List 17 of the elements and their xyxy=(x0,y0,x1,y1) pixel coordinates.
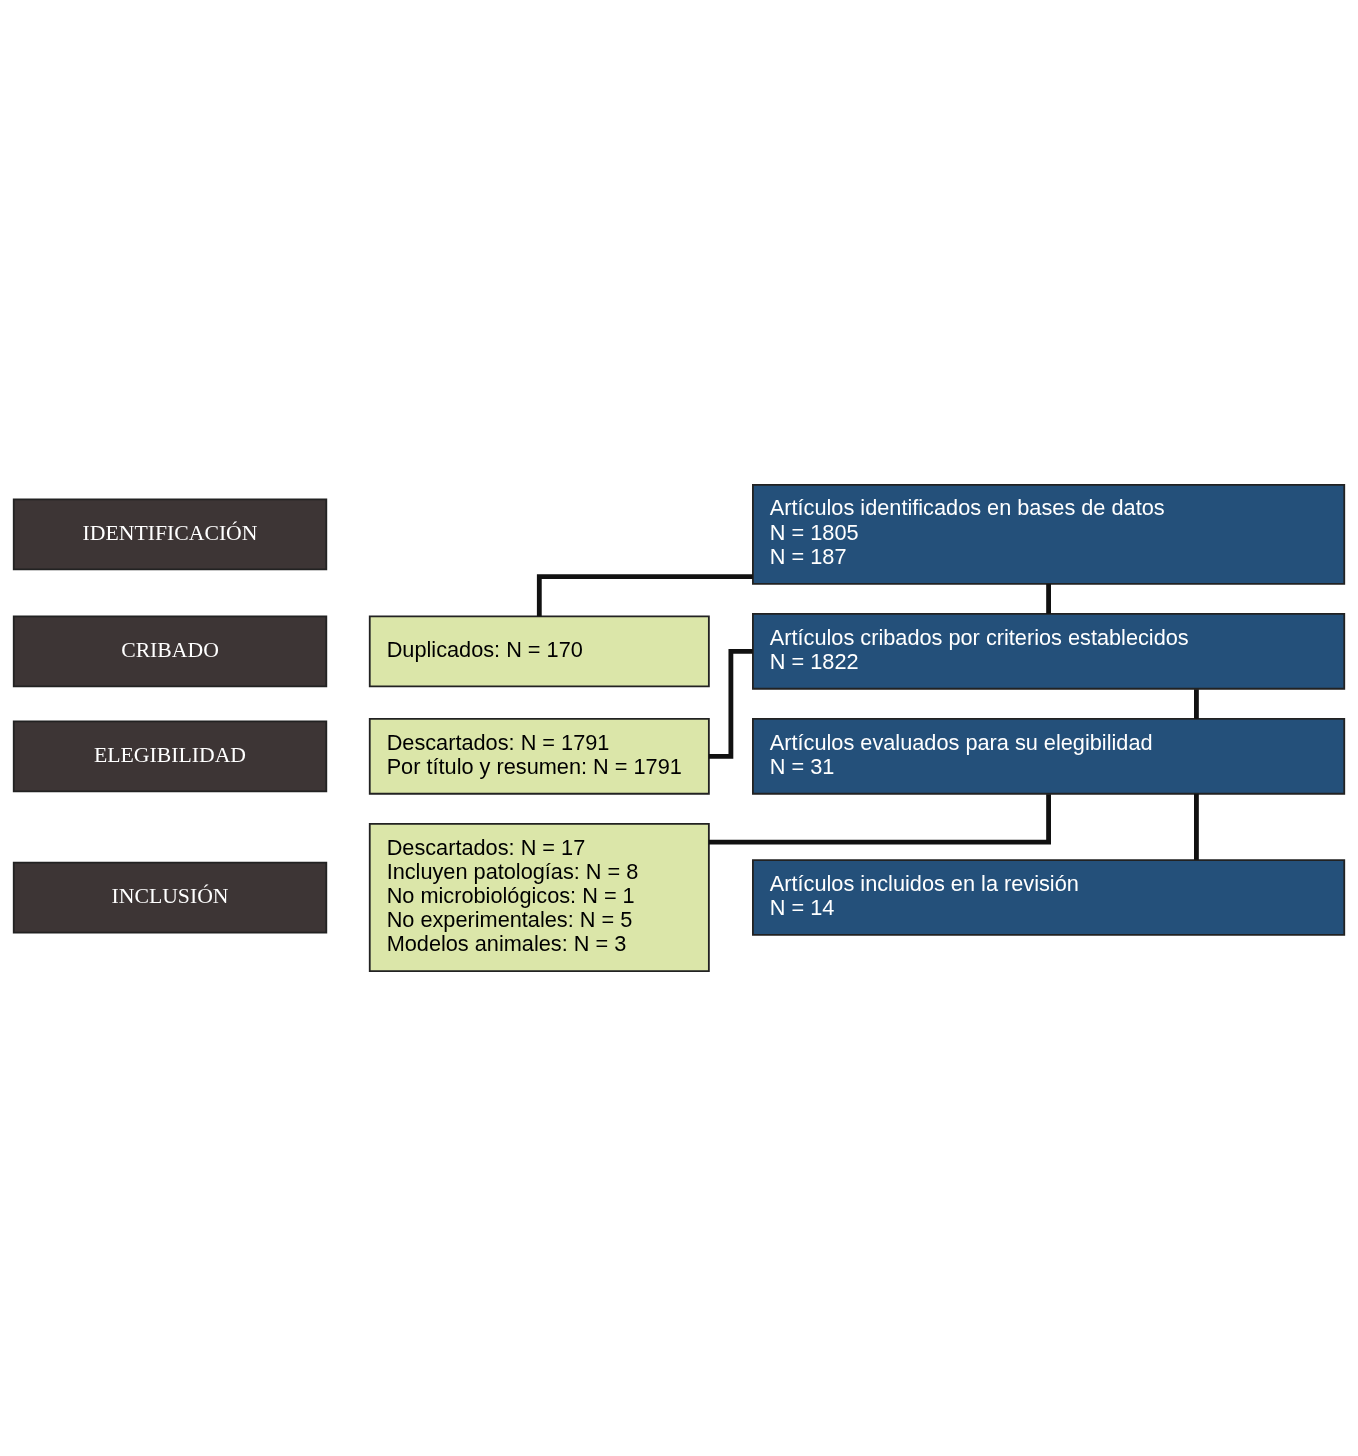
node-box: Duplicados: N = 170 xyxy=(368,615,710,688)
connector xyxy=(536,574,753,617)
node-box: Artículos evaluados para su elegibilidad N = 31 xyxy=(752,718,1346,795)
node-box: Descartados: N = 1791 Por título y resumen: N = 1791 xyxy=(368,718,710,795)
connector xyxy=(1046,583,1051,614)
node-box: IDENTIFICACIÓN xyxy=(12,498,328,571)
connector xyxy=(1194,689,1199,719)
node-box: ELEGIBILIDAD xyxy=(12,720,328,793)
connector xyxy=(708,794,1051,845)
connector xyxy=(1194,793,1199,860)
node-box: Artículos cribados por criterios establecidos N = 1822 xyxy=(752,613,1346,690)
node-box: CRIBADO xyxy=(12,615,328,688)
node-box: Artículos incluidos en la revisión N = 14 xyxy=(752,859,1346,936)
connector xyxy=(708,648,753,759)
node-box: INCLUSIÓN xyxy=(12,861,328,934)
node-box: Artículos identificados en bases de datos N = 1805 N = 187 xyxy=(752,483,1346,585)
node-box: Descartados: N = 17 Incluyen patologías: N = 8 No microbiológicos: N = 1 No experimentales: N = 5 Modelos animales: N = 3 xyxy=(368,823,710,973)
